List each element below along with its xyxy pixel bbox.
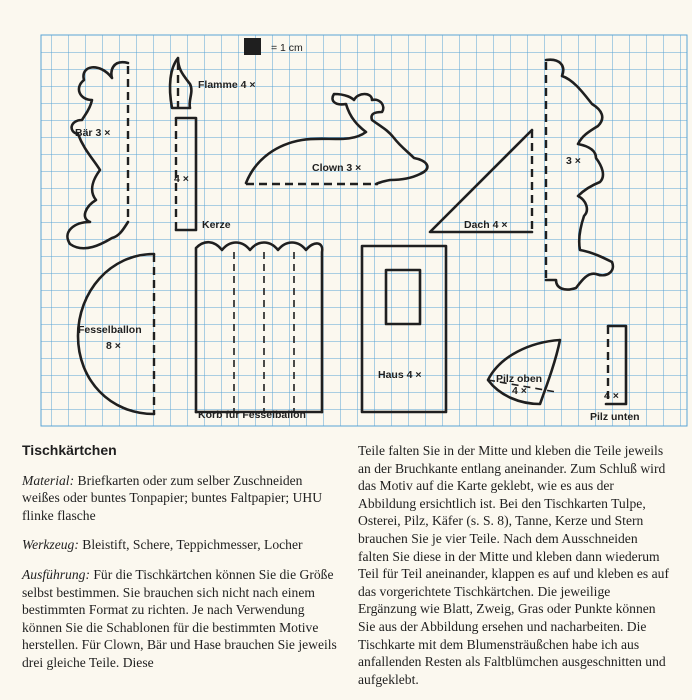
haus-label: Haus 4 × (378, 369, 422, 381)
dach-outline (428, 128, 534, 234)
werkzeug-paragraph: Werkzeug: Bleistift, Schere, Teppichmess… (22, 536, 342, 554)
ausfuehrung-text: Für die Tischkärtchen können Sie die Grö… (22, 566, 337, 670)
fesselballon-count: 8 × (106, 340, 121, 352)
pattern-sheet: = 1 cm Bär 3 × Flamme 4 × 4 × Kerze Clow… (40, 34, 688, 427)
werkzeug-label: Werkzeug: (22, 537, 79, 553)
kerze-count: 4 × (174, 173, 189, 185)
material-label: Material: (22, 472, 75, 488)
korb-outline (194, 240, 324, 414)
pilz-oben-outline (486, 338, 562, 406)
clown-label: Clown 3 × (312, 162, 361, 174)
material-text: Briefkarten oder zum selber Zuschneiden … (22, 472, 323, 523)
scale-square (244, 38, 261, 55)
hase-outline (544, 58, 615, 291)
clown-outline (244, 92, 429, 186)
haus-window (384, 268, 422, 326)
haus-outline (360, 244, 448, 414)
korb-label: Korb für Fesselballon (198, 409, 306, 421)
scale-label: = 1 cm (271, 42, 303, 54)
left-column: Tischkärtchen Material: Briefkarten oder… (22, 442, 342, 684)
pilz-oben-count: 4 × (512, 385, 527, 397)
baer-outline (66, 60, 130, 250)
article-title: Tischkärtchen (22, 442, 117, 458)
werkzeug-text: Bleistift, Schere, Teppichmesser, Locher (78, 537, 303, 553)
material-paragraph: Material: Briefkarten oder zum selber Zu… (22, 472, 342, 525)
kerze-outline (174, 116, 198, 232)
dach-label: Dach 4 × (464, 219, 508, 231)
pilz-unten-outline (604, 324, 628, 406)
continuation-text: Teile falten Sie in der Mitte und kleben… (358, 443, 669, 687)
ausfuehrung-label: Ausführung: (22, 566, 90, 582)
baer-label: Bär 3 × (75, 127, 110, 139)
pilz-unten-label: Pilz unten (590, 411, 640, 423)
pilz-oben-label: Pilz oben (496, 373, 542, 385)
flamme-label: Flamme 4 × (198, 79, 256, 91)
fesselballon-label: Fesselballon (78, 324, 142, 336)
kerze-label: Kerze (202, 219, 231, 231)
flamme-outline (168, 56, 193, 110)
right-column: Teile falten Sie in der Mitte und kleben… (358, 442, 670, 688)
fesselballon-outline (76, 252, 156, 416)
pilz-unten-count: 4 × (604, 390, 619, 402)
hase-count: 3 × (566, 155, 581, 167)
ausfuehrung-paragraph: Ausführung: Für die Tischkärtchen können… (22, 566, 342, 672)
